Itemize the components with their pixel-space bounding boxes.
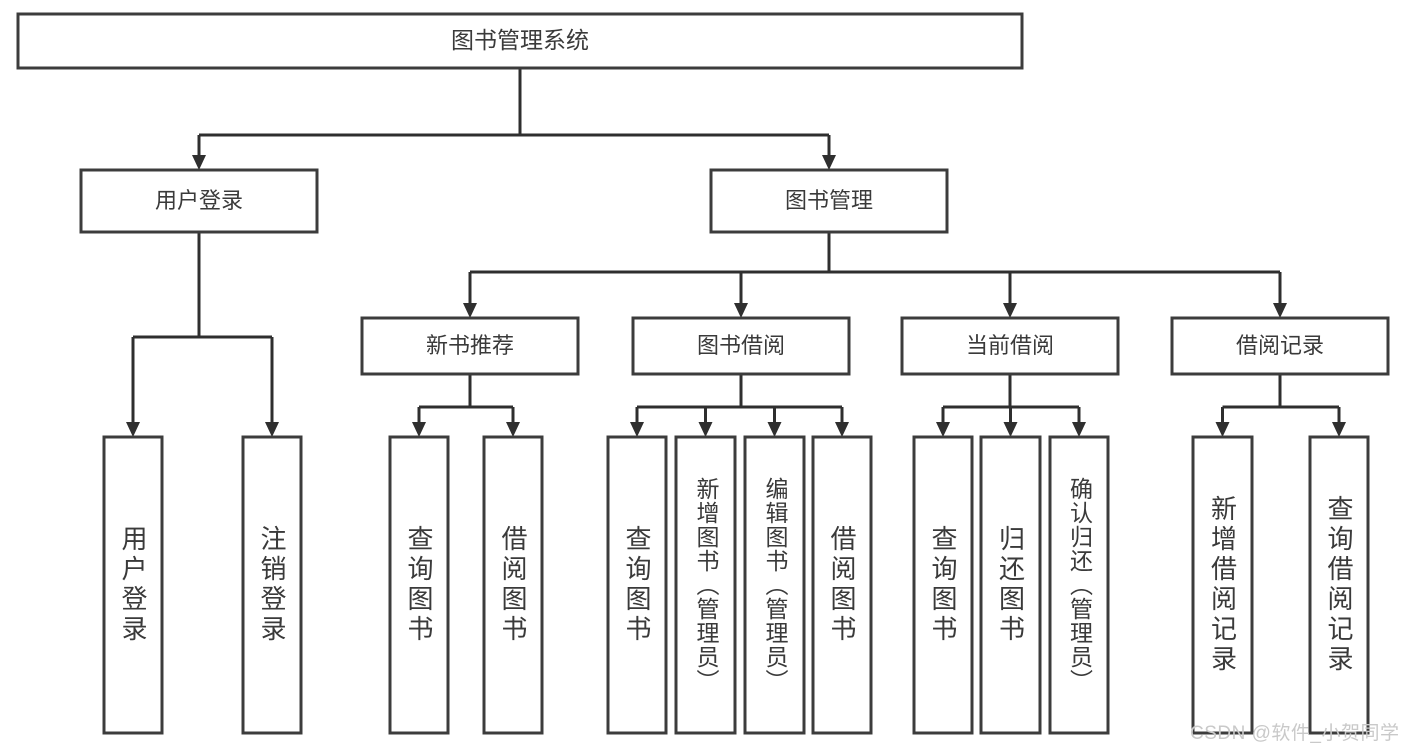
book-borrow-to-leaf-borrow-book-2-arrowhead <box>835 422 849 437</box>
node-new-book-recommend[interactable]: 新书推荐 <box>360 316 580 376</box>
book-mgmt-to-current-borrow-arrowhead <box>1003 303 1017 318</box>
node-root-label: 图书管理系统 <box>451 27 589 53</box>
node-leaf-confirm-return-admin[interactable] <box>1048 435 1110 735</box>
node-borrow-record-label: 借阅记录 <box>1236 333 1324 358</box>
node-leaf-query-book-1[interactable] <box>388 435 450 735</box>
node-book-management-label: 图书管理 <box>785 188 873 213</box>
node-leaf-return-book[interactable] <box>979 435 1042 735</box>
node-leaf-borrow-book-2[interactable] <box>811 435 873 735</box>
node-leaf-logout-login[interactable] <box>241 435 303 735</box>
book-borrow-to-leaf-add-book-admin-arrowhead <box>698 422 713 437</box>
watermark-label: CSDN @软件_小贺同学 <box>1190 723 1400 744</box>
book-mgmt-to-new-book-recommend-arrowhead <box>463 303 477 318</box>
connectors-layer <box>126 68 1346 437</box>
book-borrow-to-leaf-query-book-2-arrowhead <box>630 422 644 437</box>
node-borrow-record[interactable]: 借阅记录 <box>1170 316 1390 376</box>
node-user-login-label: 用户登录 <box>155 188 243 213</box>
user-login-to-leaf-user-login-arrowhead <box>126 422 140 437</box>
current-borrow-to-leaf-return-book-arrowhead <box>1003 422 1018 437</box>
node-leaf-add-borrow-record[interactable] <box>1191 435 1254 735</box>
node-current-borrow-label: 当前借阅 <box>966 333 1054 358</box>
node-leaf-user-login[interactable] <box>102 435 164 735</box>
root-to-book-management-arrowhead <box>822 155 836 170</box>
book-mgmt-to-book-borrow-arrowhead <box>734 303 748 318</box>
current-borrow-to-leaf-confirm-return-admin-arrowhead <box>1072 422 1086 437</box>
node-leaf-add-book-admin[interactable] <box>674 435 737 735</box>
book-mgmt-to-borrow-record-arrowhead <box>1273 303 1287 318</box>
node-leaf-query-book-2[interactable] <box>606 435 668 735</box>
new-book-recommend-to-leaf-borrow-book-1-arrowhead <box>506 422 520 437</box>
book-borrow-to-leaf-edit-book-admin-arrowhead <box>767 422 782 437</box>
user-login-to-leaf-logout-login-arrowhead <box>265 422 279 437</box>
root-to-user-login-arrowhead <box>192 155 206 170</box>
node-leaf-query-borrow-record[interactable] <box>1308 435 1370 735</box>
node-book-management[interactable]: 图书管理 <box>709 168 949 234</box>
node-leaf-borrow-book-1[interactable] <box>482 435 544 735</box>
node-book-borrow[interactable]: 图书借阅 <box>631 316 851 376</box>
node-book-borrow-label: 图书借阅 <box>697 333 785 358</box>
node-leaf-edit-book-admin[interactable] <box>743 435 806 735</box>
borrow-record-to-leaf-add-borrow-record-arrowhead <box>1215 422 1230 437</box>
current-borrow-to-leaf-query-book-3-arrowhead <box>936 422 950 437</box>
node-user-login[interactable]: 用户登录 <box>79 168 319 234</box>
node-root[interactable]: 图书管理系统 <box>16 12 1024 70</box>
new-book-recommend-to-leaf-query-book-1-arrowhead <box>412 422 426 437</box>
borrow-record-to-leaf-query-borrow-record-arrowhead <box>1332 422 1346 437</box>
node-current-borrow[interactable]: 当前借阅 <box>900 316 1120 376</box>
node-leaf-query-book-3[interactable] <box>912 435 974 735</box>
node-new-book-recommend-label: 新书推荐 <box>426 333 514 358</box>
